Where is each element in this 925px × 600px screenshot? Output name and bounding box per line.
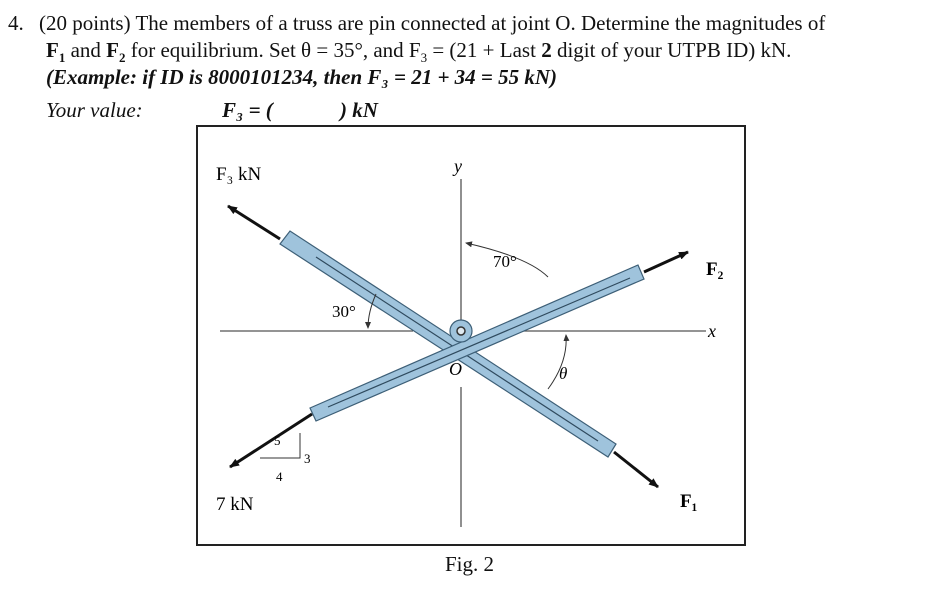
f2-arrow — [643, 250, 689, 274]
figure-frame: F₃ kN F₂ F₁ 7 kN y x O 70° 30° θ 5 3 4 — [196, 125, 746, 546]
your-value-label: Your value: — [46, 98, 143, 122]
angle-70-arc — [465, 241, 549, 278]
theta-arc — [547, 334, 570, 390]
problem-text-2c: digit of your UTPB ID) kN. — [551, 38, 792, 62]
f3-value-input[interactable] — [292, 97, 336, 121]
angle-70-label: 70° — [493, 252, 517, 271]
and-text: and — [65, 38, 107, 62]
x-axis-label: x — [707, 321, 716, 341]
f3-label: F₃ kN — [216, 164, 261, 185]
f1-label: F₁ — [680, 491, 697, 512]
problem-text-2a: for equilibrium. Set θ = 35°, and F — [125, 38, 421, 62]
example-line: (Example: if ID is 8000101234, then F₃ =… — [46, 65, 558, 89]
f3-prefix: F₃ = ( — [222, 98, 273, 122]
problem-text-1: The members of a truss are pin connected… — [130, 11, 826, 35]
f2-symbol: F — [106, 38, 119, 62]
triangle-label-5: 5 — [274, 433, 281, 448]
y-axis-label: y — [452, 156, 462, 176]
bold-two: 2 — [541, 38, 552, 62]
problem-line-2: F1 and F2 for equilibrium. Set θ = 35°, … — [46, 37, 791, 71]
member-7kn-f2 — [309, 264, 645, 422]
seven-kn-arrow — [229, 412, 313, 469]
f3-sub: 3 — [420, 50, 428, 66]
f1-arrow — [613, 450, 659, 489]
pin-joint-o — [449, 319, 473, 343]
slope-triangle — [260, 433, 301, 459]
f3-arrow — [227, 204, 281, 241]
angle-30-arc — [365, 293, 377, 329]
f1-sub: 1 — [58, 50, 66, 66]
problem-text-2b: = (21 + Last — [427, 38, 542, 62]
f3-suffix: ) kN — [340, 98, 378, 122]
f2-label: F₂ — [706, 259, 724, 280]
seven-kn-label: 7 kN — [216, 494, 254, 515]
truss-diagram: F₃ kN F₂ F₁ 7 kN y x O 70° 30° θ 5 3 4 — [216, 156, 724, 527]
f2-sub: 2 — [118, 50, 126, 66]
angle-30-label: 30° — [332, 302, 356, 321]
theta-label: θ — [559, 364, 567, 383]
points: (20 points) — [39, 11, 131, 35]
triangle-label-3: 3 — [304, 451, 311, 466]
figure-caption: Fig. 2 — [445, 552, 495, 576]
triangle-label-4: 4 — [276, 469, 283, 484]
f1-symbol: F — [46, 38, 59, 62]
problem-number: 4. — [8, 11, 24, 35]
problem-line-1: 4. (20 points) The members of a truss ar… — [8, 10, 825, 36]
origin-label: O — [449, 359, 462, 379]
